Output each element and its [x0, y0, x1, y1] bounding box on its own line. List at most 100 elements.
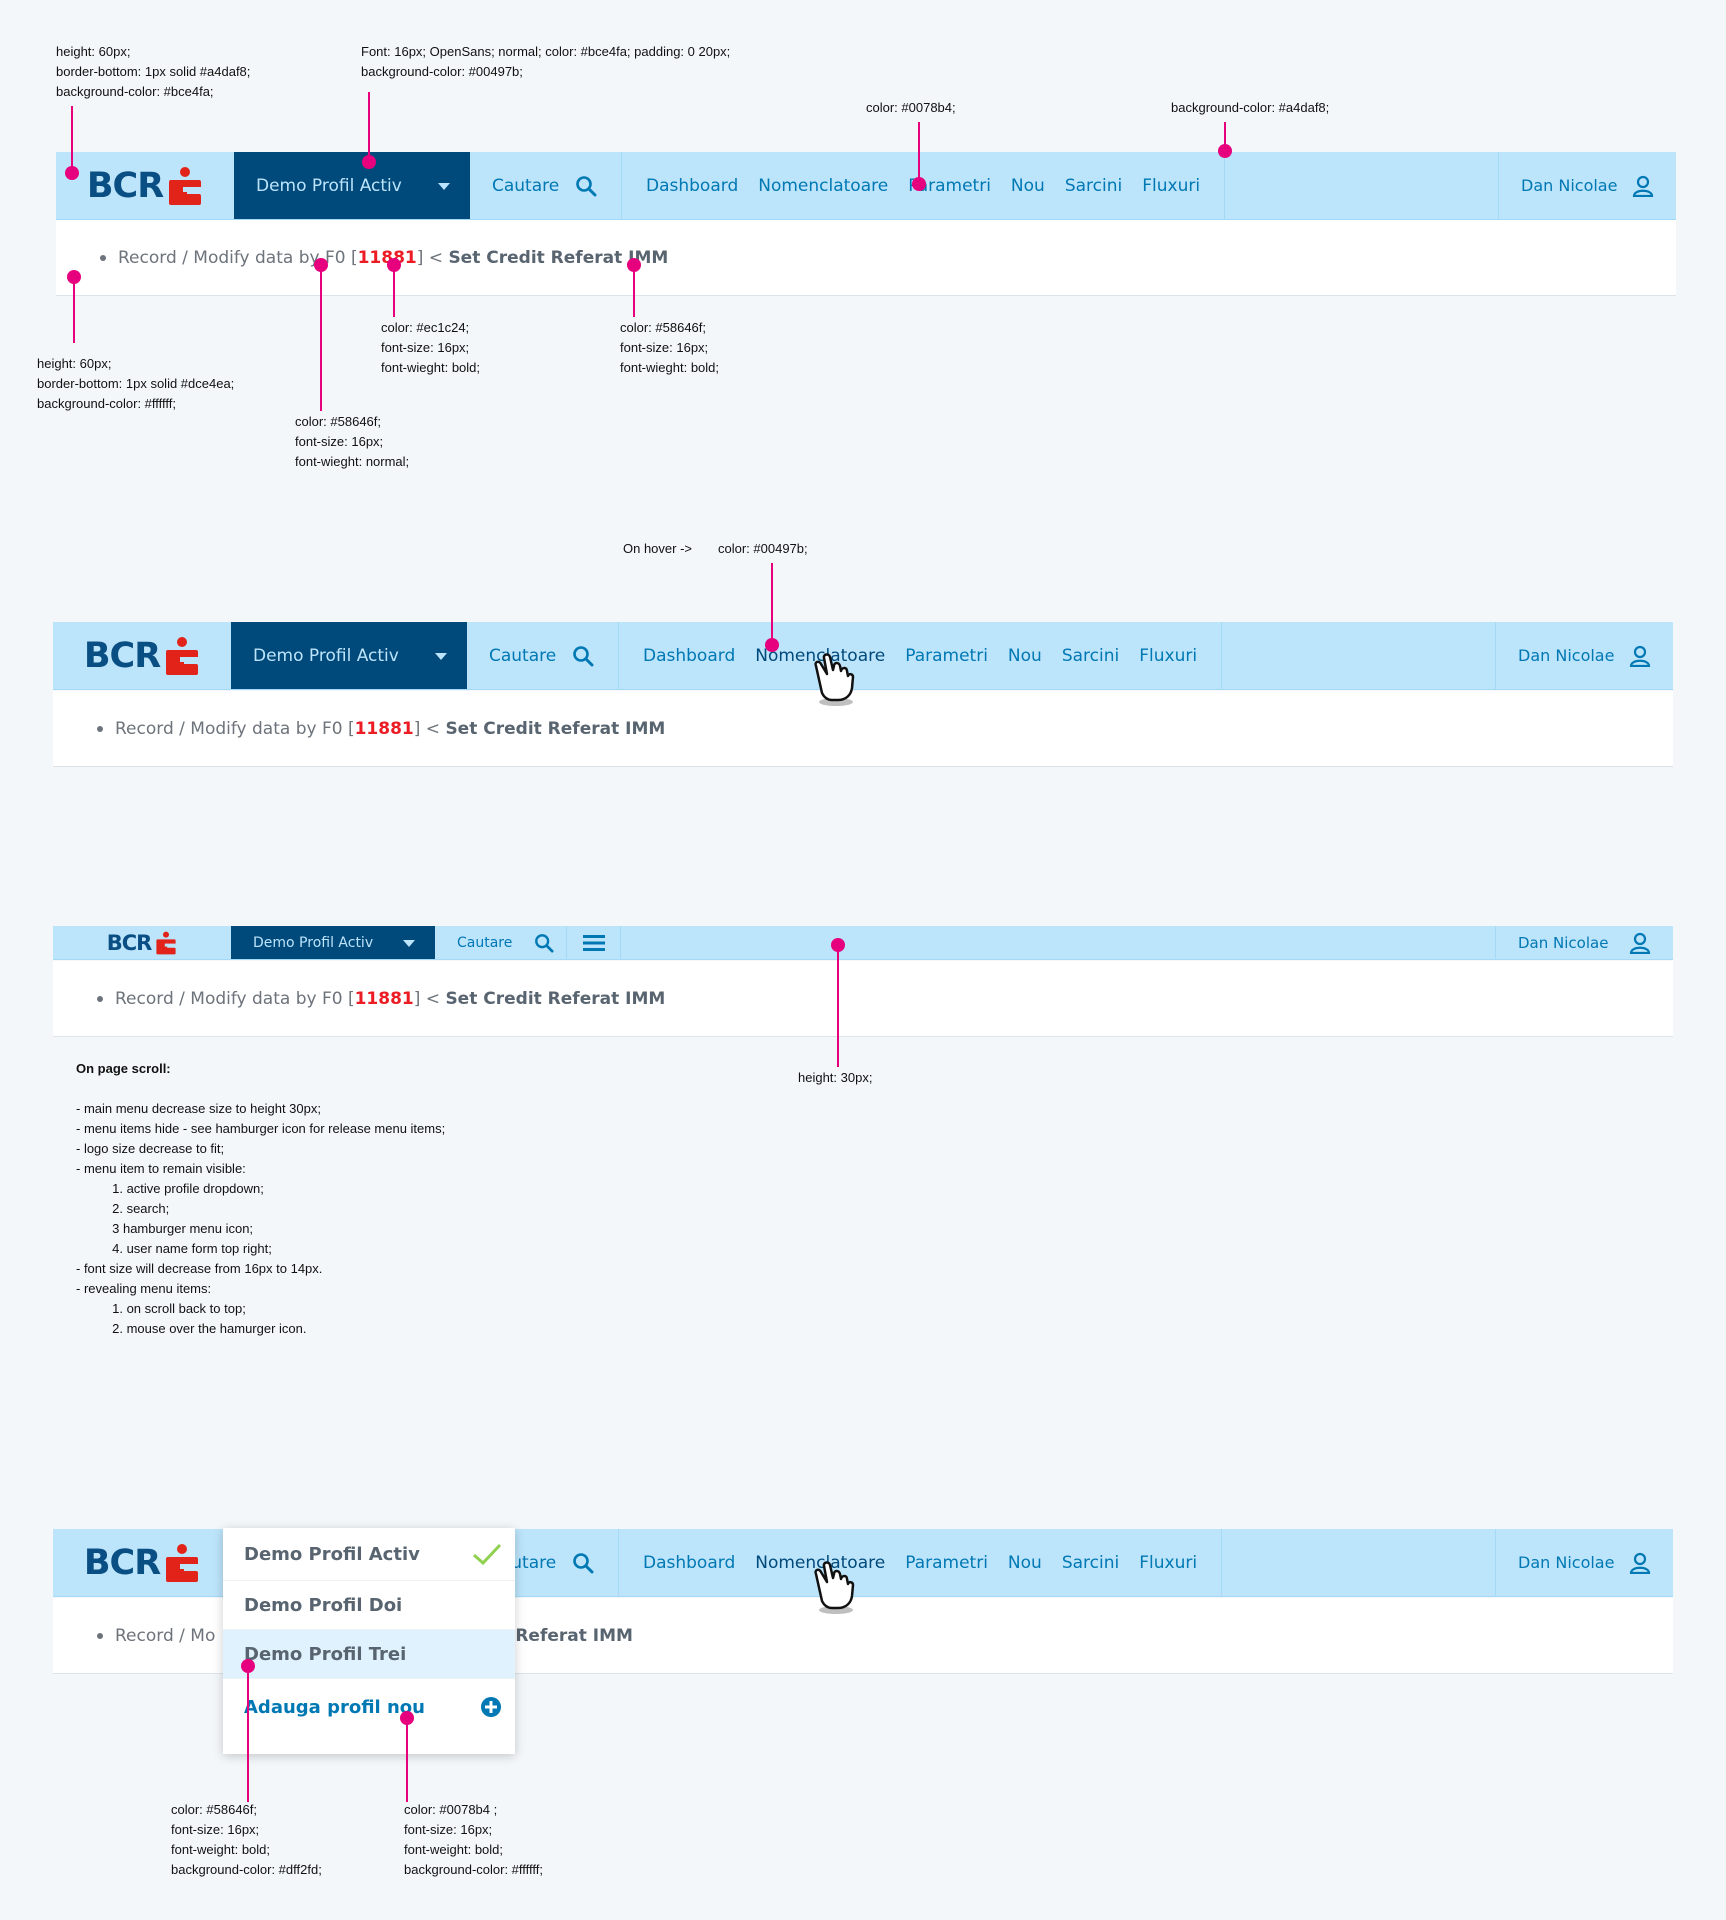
- annotation-pin: [400, 1711, 414, 1725]
- breadcrumb-separator: ] <: [413, 718, 446, 739]
- breadcrumb-number: 11881: [354, 988, 414, 1009]
- annotation-line: [73, 277, 75, 343]
- bcr-logo[interactable]: BCR: [53, 622, 231, 689]
- search-label: Cautare: [457, 934, 513, 951]
- dropdown-item-profil-activ[interactable]: Demo Profil Activ: [223, 1528, 515, 1581]
- annotation-scroll-title: On page scroll:: [76, 1061, 171, 1076]
- search-label: Cautare: [489, 645, 557, 666]
- annotation-link-color: color: #0078b4;: [866, 100, 956, 115]
- search-icon: [573, 1552, 594, 1573]
- annotation-pin: [912, 177, 926, 191]
- nav-dashboard[interactable]: Dashboard: [646, 175, 739, 196]
- annotation-pin: [65, 166, 79, 180]
- nav-sarcini[interactable]: Sarcini: [1061, 645, 1120, 666]
- user-icon: [1632, 175, 1654, 197]
- annotation-dropdown-active: color: #58646f; font-size: 16px; font-we…: [171, 1802, 322, 1877]
- nav-fluxuri[interactable]: Fluxuri: [1139, 645, 1198, 666]
- breadcrumb-number: 11881: [354, 718, 414, 739]
- breadcrumb-path[interactable]: Record / Modify data by F0 [: [115, 718, 355, 739]
- annotation-pin: [1218, 144, 1232, 158]
- nav-nomenclatoare[interactable]: Nomenclatoare: [755, 1552, 886, 1573]
- profile-label: Demo Profil Activ: [256, 175, 402, 196]
- breadcrumb-current: Referat IMM: [515, 1625, 633, 1646]
- annotation-pin: [627, 258, 641, 272]
- hamburger-icon: [582, 934, 605, 951]
- breadcrumb-path[interactable]: Record / Modify data by F0 [: [115, 988, 355, 1009]
- annotation-line: [71, 106, 73, 172]
- hand-cursor-icon: [814, 653, 855, 706]
- main-menu: Dashboard Nomenclatoare Parametri Nou Sa…: [643, 1529, 1217, 1596]
- user-menu[interactable]: Dan Nicolae: [1495, 622, 1673, 689]
- annotation-line: [1224, 122, 1226, 150]
- add-profile-button[interactable]: Adauga profil nou: [223, 1679, 515, 1735]
- user-menu[interactable]: Dan Nicolae: [1498, 152, 1676, 219]
- nav-sarcini[interactable]: Sarcini: [1064, 175, 1123, 196]
- bullet-icon: [97, 995, 103, 1002]
- nav-dashboard[interactable]: Dashboard: [643, 645, 736, 666]
- user-menu[interactable]: Dan Nicolae: [1495, 926, 1673, 959]
- nav-parametri[interactable]: Parametri: [905, 645, 988, 666]
- annotation-height: height: 30px;: [798, 1070, 873, 1085]
- user-icon: [1629, 1552, 1651, 1574]
- bcr-logo[interactable]: BCR: [56, 152, 234, 219]
- bullet-icon: [100, 254, 106, 261]
- active-profile-dropdown[interactable]: Demo Profil Activ: [231, 926, 435, 959]
- check-icon: [473, 1543, 502, 1565]
- annotation-pin: [241, 1659, 255, 1673]
- user-name: Dan Nicolae: [1518, 933, 1609, 952]
- annotation-scroll-body: - main menu decrease size to height 30px…: [76, 1101, 446, 1336]
- bullet-icon: [97, 1632, 103, 1639]
- annotation-pin: [67, 270, 81, 284]
- annotation-dropdown-add: color: #0078b4 ; font-size: 16px; font-w…: [404, 1802, 544, 1877]
- annotation-pin: [765, 638, 779, 652]
- nav-nou[interactable]: Nou: [1010, 175, 1045, 196]
- nav-divider: [1221, 622, 1222, 689]
- bcr-logo-icon: [166, 1543, 199, 1582]
- annotation-breadcrumb-number: color: #ec1c24; font-size: 16px; font-wi…: [381, 320, 481, 375]
- breadcrumb: Record / Modify data by F0 [ 11881 ] < S…: [56, 220, 1676, 296]
- profile-dropdown-menu: Demo Profil Activ Demo Profil Doi Demo P…: [223, 1528, 515, 1754]
- annotation-line: [406, 1718, 408, 1802]
- breadcrumb-path[interactable]: Record / Modify data by F0 [: [118, 247, 358, 268]
- nav-nomenclatoare-hover[interactable]: Nomenclatoare: [755, 645, 886, 666]
- breadcrumb-path[interactable]: Record / Mo: [115, 1625, 216, 1646]
- user-menu[interactable]: Dan Nicolae: [1495, 1529, 1673, 1596]
- annotation-pin: [831, 938, 845, 952]
- nav-dashboard[interactable]: Dashboard: [643, 1552, 736, 1573]
- active-profile-dropdown[interactable]: Demo Profil Activ: [231, 622, 467, 689]
- annotation-navbar: height: 60px; border-bottom: 1px solid #…: [56, 44, 251, 99]
- search-icon: [576, 175, 597, 196]
- nav-fluxuri[interactable]: Fluxuri: [1139, 1552, 1198, 1573]
- bcr-logo-icon: [169, 166, 202, 205]
- nav-nou[interactable]: Nou: [1007, 1552, 1042, 1573]
- active-profile-dropdown[interactable]: Demo Profil Activ: [234, 152, 470, 219]
- nav-parametri[interactable]: Parametri: [905, 1552, 988, 1573]
- search-button[interactable]: Cautare: [470, 152, 622, 219]
- search-button[interactable]: Cautare: [467, 622, 619, 689]
- dropdown-item-profil-doi[interactable]: Demo Profil Doi: [223, 1581, 515, 1630]
- nav-sarcini[interactable]: Sarcini: [1061, 1552, 1120, 1573]
- search-button[interactable]: Cautare: [435, 926, 567, 959]
- user-icon: [1629, 645, 1651, 667]
- bcr-logo[interactable]: BCR: [53, 1529, 231, 1596]
- breadcrumb-separator: ] <: [416, 247, 449, 268]
- annotation-pin: [314, 258, 328, 272]
- annotation-line: [320, 265, 322, 411]
- nav-nomenclatoare[interactable]: Nomenclatoare: [758, 175, 889, 196]
- dropdown-item-profil-trei[interactable]: Demo Profil Trei: [223, 1630, 515, 1679]
- breadcrumb-current: Set Credit Referat IMM: [445, 988, 666, 1009]
- nav-nou[interactable]: Nou: [1007, 645, 1042, 666]
- bcr-logo[interactable]: BCR: [53, 926, 231, 959]
- caret-down-icon: [435, 652, 447, 660]
- annotation-pin: [387, 258, 401, 272]
- annotation-separator: background-color: #a4daf8;: [1171, 100, 1330, 115]
- annotation-line: [393, 265, 395, 317]
- hamburger-menu-button[interactable]: [567, 926, 621, 959]
- search-label: Cautare: [492, 175, 560, 196]
- annotation-line: [633, 265, 635, 317]
- breadcrumb-number: 11881: [357, 247, 417, 268]
- annotation-breadcrumb-bar: height: 60px; border-bottom: 1px solid #…: [37, 356, 235, 411]
- nav-fluxuri[interactable]: Fluxuri: [1142, 175, 1201, 196]
- nav-parametri[interactable]: Parametri: [908, 175, 991, 196]
- breadcrumb: Record / Modify data by F0 [ 11881 ] < S…: [53, 691, 1673, 767]
